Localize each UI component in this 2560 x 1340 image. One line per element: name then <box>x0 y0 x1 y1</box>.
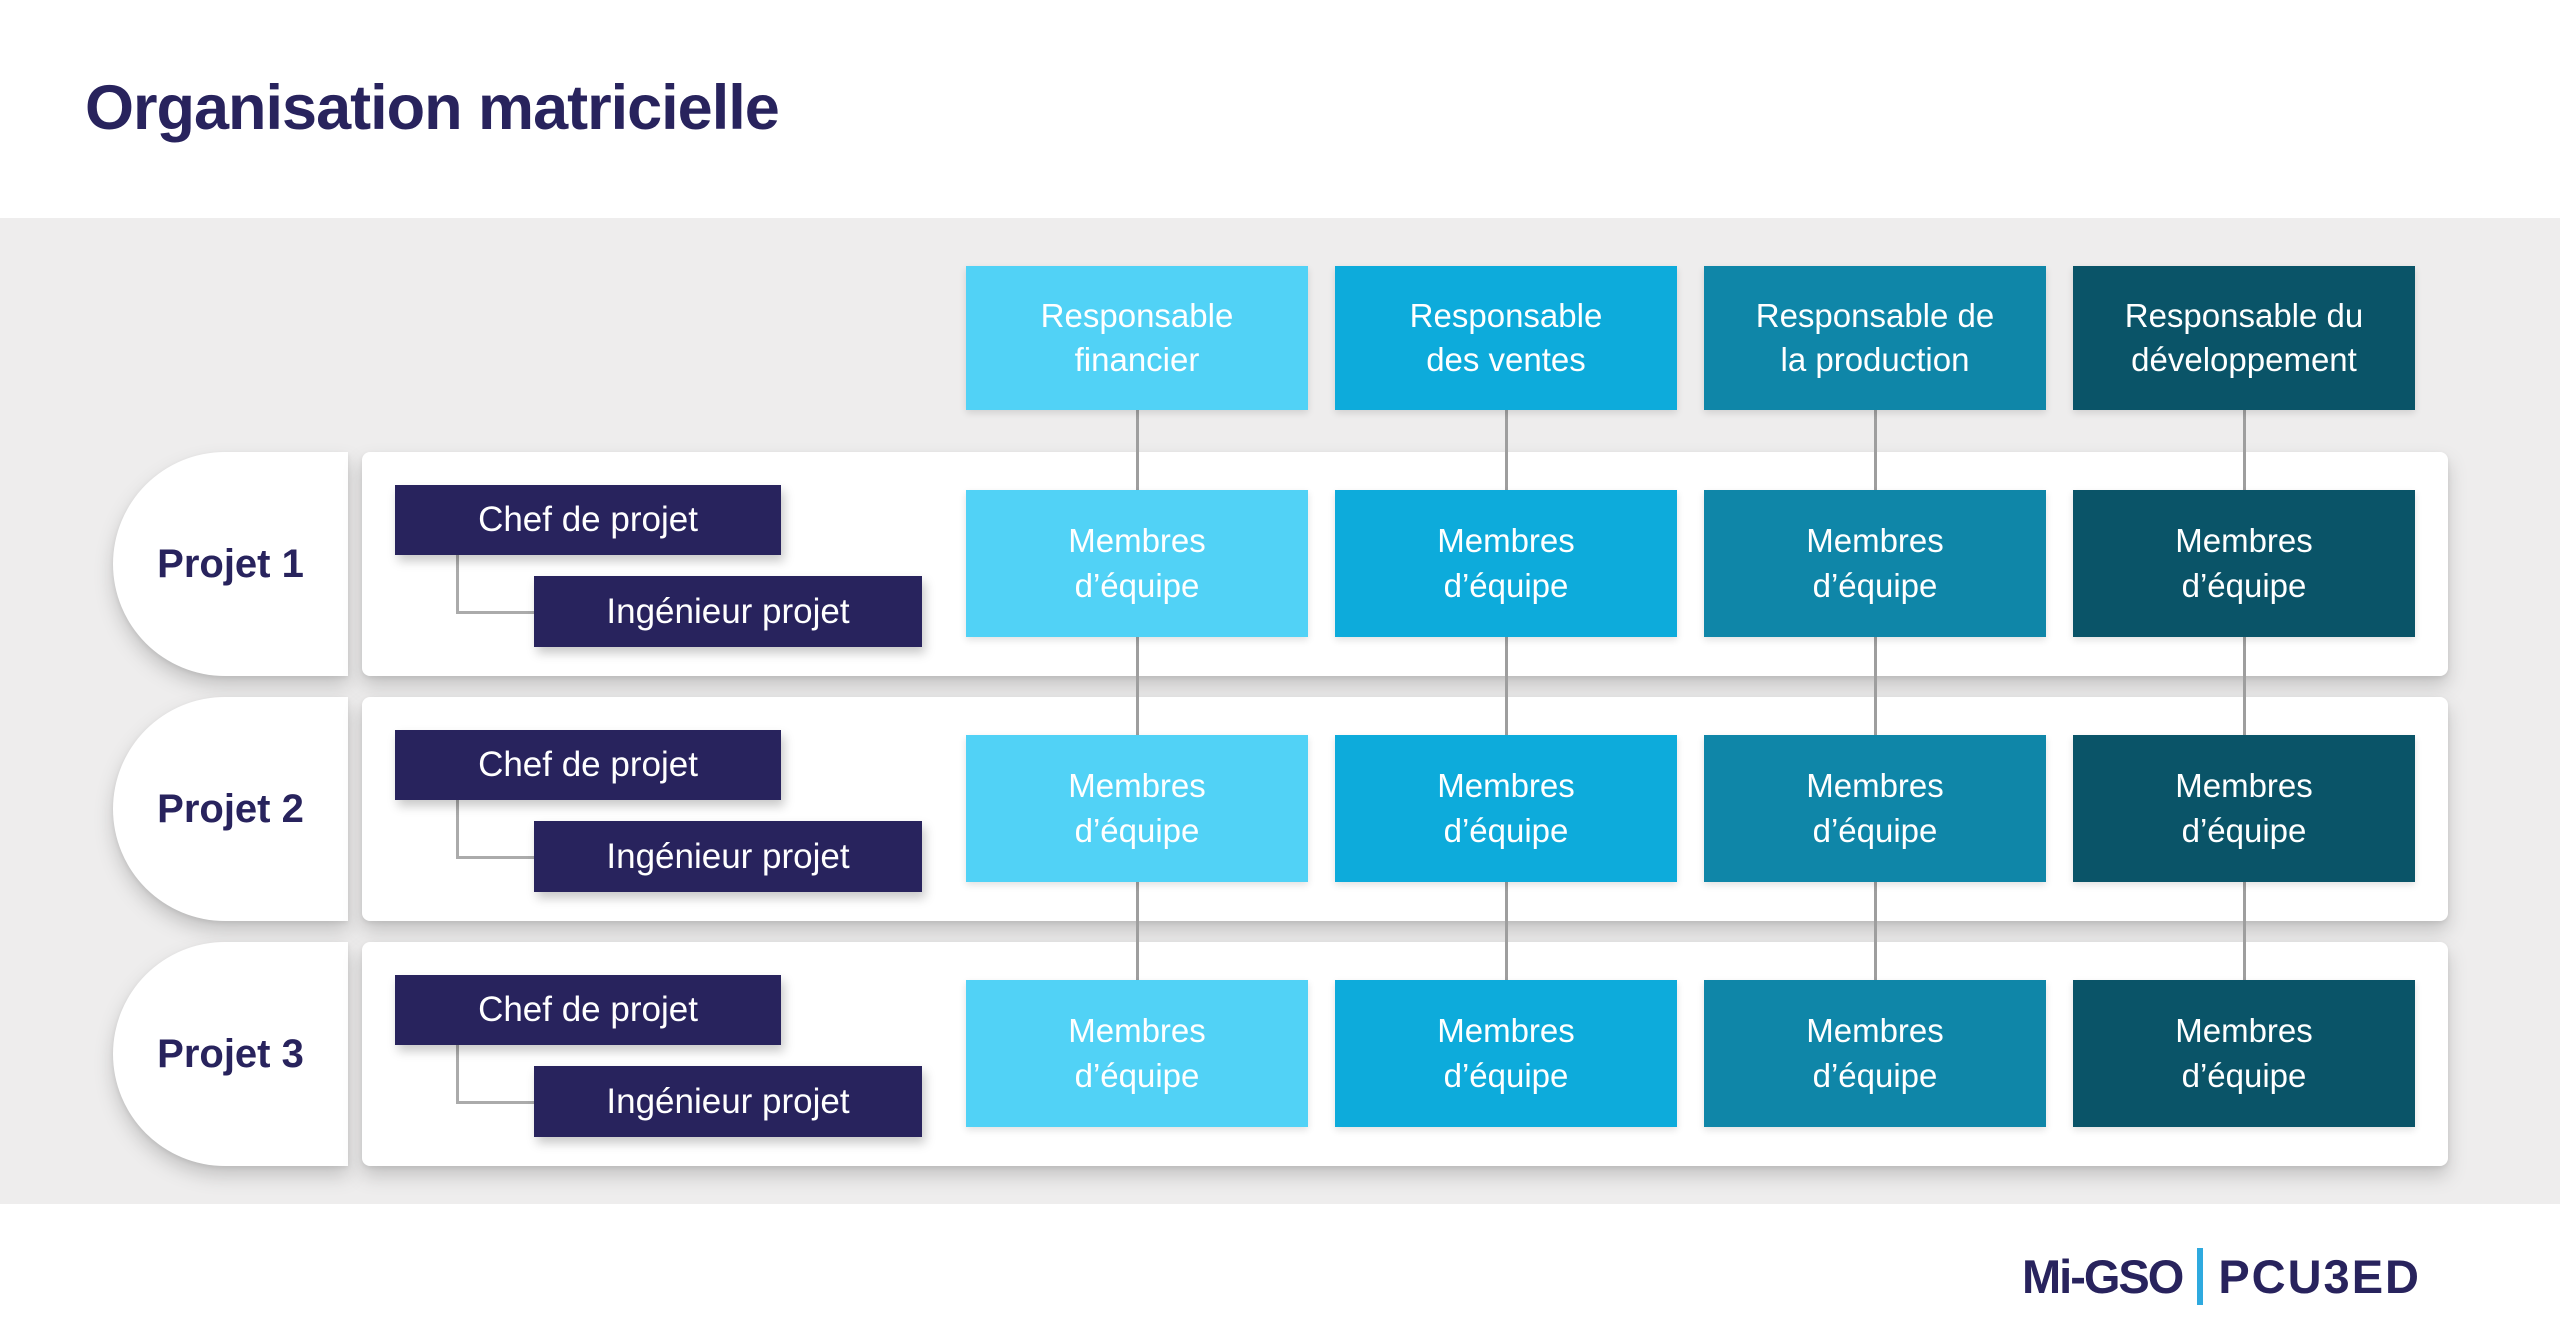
connector-line-col1 <box>1136 410 1139 985</box>
member-box-row3-col3: Membres d’équipe <box>1704 980 2046 1127</box>
brand-logo: Mi-GSO PCU3ED <box>2022 1248 2421 1305</box>
project-label-1: Projet 1 <box>113 452 348 676</box>
member-box-row1-col3: Membres d’équipe <box>1704 490 2046 637</box>
member-box-row2-col4: Membres d’équipe <box>2073 735 2415 882</box>
chef-ingenieur-connector-h-row2 <box>456 856 537 859</box>
column-header-responsable-production: Responsable de la production <box>1704 266 2046 410</box>
connector-line-col2 <box>1505 410 1508 985</box>
member-box-row2-col1: Membres d’équipe <box>966 735 1308 882</box>
connector-line-col3 <box>1874 410 1877 985</box>
member-box-row1-col4: Membres d’équipe <box>2073 490 2415 637</box>
chef-ingenieur-connector-v-row1 <box>456 555 459 614</box>
project-label-3-text: Projet 3 <box>157 1031 304 1076</box>
brand-logo-pcubed: PCU3ED <box>2218 1250 2421 1303</box>
member-box-row2-col2: Membres d’équipe <box>1335 735 1677 882</box>
member-box-row3-col4: Membres d’équipe <box>2073 980 2415 1127</box>
column-header-responsable-developpement: Responsable du développement <box>2073 266 2415 410</box>
chef-ingenieur-connector-h-row3 <box>456 1101 537 1104</box>
member-box-row1-col2: Membres d’équipe <box>1335 490 1677 637</box>
chef-ingenieur-connector-v-row2 <box>456 800 459 859</box>
project-label-3: Projet 3 <box>113 942 348 1166</box>
ingenieur-projet-box-row2: Ingénieur projet <box>534 821 922 892</box>
chef-ingenieur-connector-h-row1 <box>456 611 537 614</box>
chef-de-projet-box-row3: Chef de projet <box>395 975 781 1045</box>
chef-de-projet-box-row1: Chef de projet <box>395 485 781 555</box>
brand-logo-divider <box>2197 1248 2204 1305</box>
brand-logo-migso: Mi-GSO <box>2022 1250 2184 1303</box>
column-header-responsable-financier: Responsable financier <box>966 266 1308 410</box>
chef-ingenieur-connector-v-row3 <box>456 1045 459 1104</box>
member-box-row3-col2: Membres d’équipe <box>1335 980 1677 1127</box>
column-header-responsable-des-ventes: Responsable des ventes <box>1335 266 1677 410</box>
ingenieur-projet-box-row3: Ingénieur projet <box>534 1066 922 1137</box>
ingenieur-projet-box-row1: Ingénieur projet <box>534 576 922 647</box>
project-label-1-text: Projet 1 <box>157 541 304 586</box>
project-label-2-text: Projet 2 <box>157 786 304 831</box>
page-title: Organisation matricielle <box>85 73 780 143</box>
project-label-2: Projet 2 <box>113 697 348 921</box>
member-box-row1-col1: Membres d’équipe <box>966 490 1308 637</box>
member-box-row3-col1: Membres d’équipe <box>966 980 1308 1127</box>
chef-de-projet-box-row2: Chef de projet <box>395 730 781 800</box>
connector-line-col4 <box>2243 410 2246 985</box>
member-box-row2-col3: Membres d’équipe <box>1704 735 2046 882</box>
